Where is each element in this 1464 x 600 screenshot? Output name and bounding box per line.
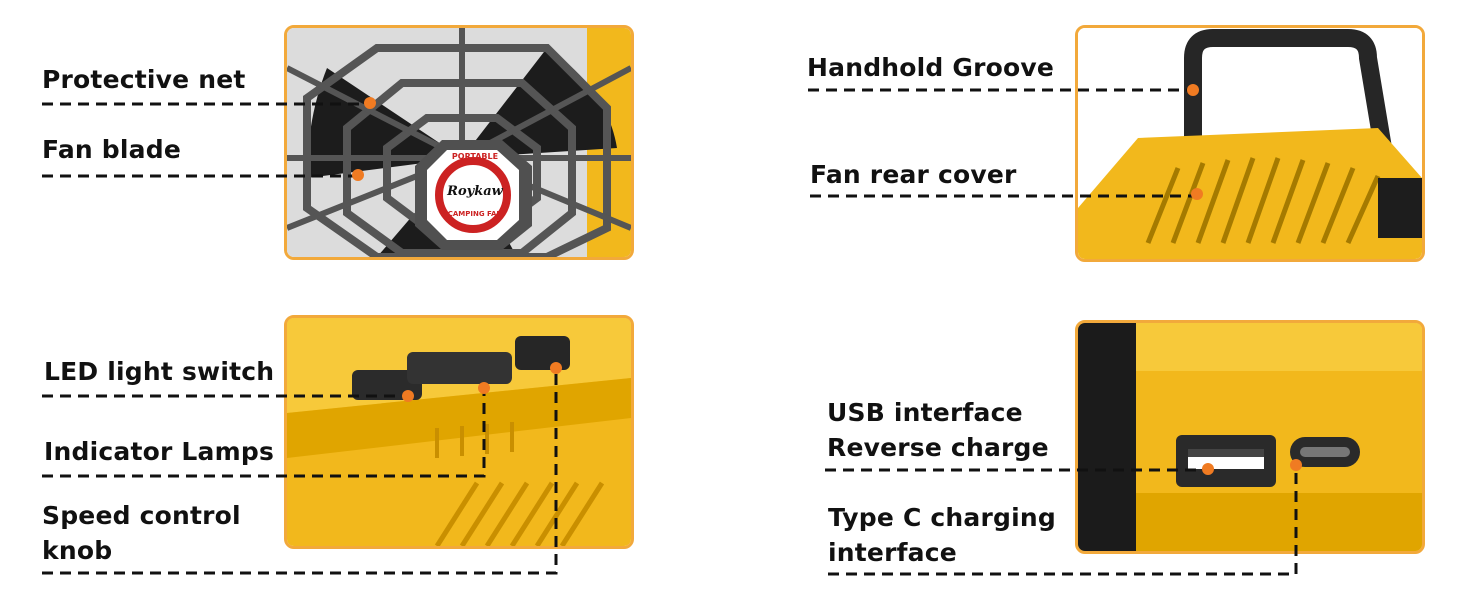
label-type-c-line1: Type C charging bbox=[828, 503, 1056, 532]
controls-illustration bbox=[287, 318, 631, 546]
fan-front-panel: PORTABLE Roykaw CAMPING FAN bbox=[284, 25, 634, 260]
rear-cover-vents bbox=[1145, 157, 1381, 245]
label-speed-control-line1: Speed control bbox=[42, 501, 241, 530]
label-fan-rear-cover: Fan rear cover bbox=[810, 160, 1017, 189]
speed-knob bbox=[515, 336, 570, 370]
control-panel bbox=[284, 315, 634, 549]
fan-rear-panel bbox=[1075, 25, 1425, 262]
handle-shape bbox=[1184, 29, 1392, 150]
ports-illustration bbox=[1078, 323, 1422, 551]
label-handhold-groove: Handhold Groove bbox=[807, 53, 1055, 82]
label-indicator-lamps: Indicator Lamps bbox=[44, 437, 275, 466]
badge-bottom-text: CAMPING FAN bbox=[447, 210, 503, 218]
label-led-light-switch: LED light switch bbox=[44, 357, 275, 386]
badge-brand-logo: Roykaw bbox=[447, 184, 503, 199]
badge-top-text: PORTABLE bbox=[451, 152, 499, 161]
label-type-c-line2: interface bbox=[828, 538, 957, 567]
label-protective-net: Protective net bbox=[42, 65, 246, 94]
label-speed-control-line2: knob bbox=[42, 536, 113, 565]
label-fan-blade: Fan blade bbox=[42, 135, 181, 164]
indicator-lamp-strip bbox=[407, 352, 512, 384]
rear-cover-body bbox=[1078, 128, 1422, 259]
fan-rear-illustration bbox=[1078, 28, 1422, 259]
label-usb-interface: USB interface bbox=[827, 398, 1023, 427]
fan-front-illustration bbox=[287, 28, 631, 257]
ports-panel bbox=[1075, 320, 1425, 554]
label-reverse-charge: Reverse charge bbox=[827, 433, 1049, 462]
